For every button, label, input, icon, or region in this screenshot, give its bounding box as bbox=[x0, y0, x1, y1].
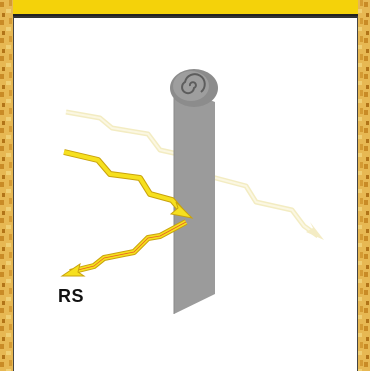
reflected-ray-core bbox=[69, 220, 187, 274]
incident-ray bbox=[63, 149, 187, 216]
barrier-roll-face bbox=[173, 71, 209, 101]
right-border bbox=[358, 0, 370, 371]
left-border bbox=[0, 0, 13, 371]
transmitted-arrowhead bbox=[306, 222, 324, 240]
incident-arrowhead bbox=[169, 201, 194, 219]
reflected-arrowhead bbox=[60, 262, 86, 277]
reflected-ray-tint bbox=[69, 221, 187, 273]
roll-spiral-icon bbox=[181, 73, 206, 95]
barrier-sheet bbox=[174, 86, 215, 314]
title-bar bbox=[13, 0, 358, 16]
incident-ray-core bbox=[63, 150, 186, 216]
ray-label-rs: RS bbox=[58, 286, 85, 306]
